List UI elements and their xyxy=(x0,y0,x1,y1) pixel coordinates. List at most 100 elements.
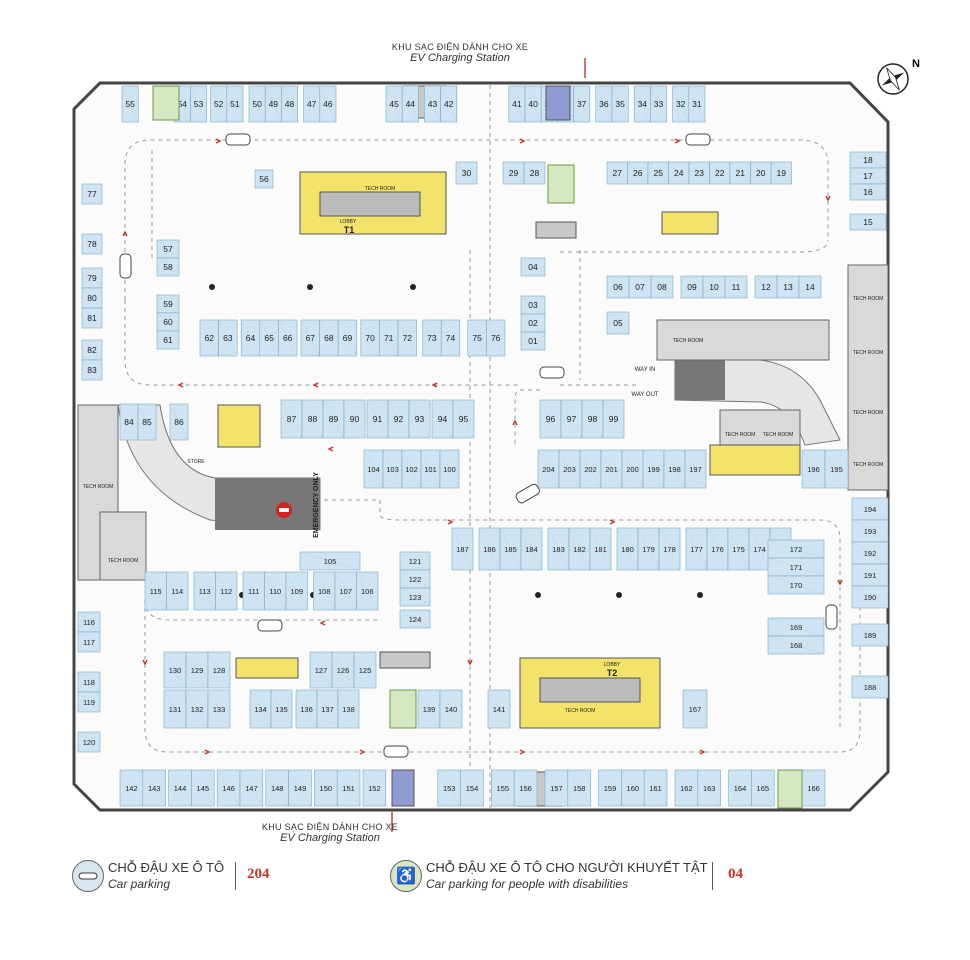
space-diagonal xyxy=(81,339,103,361)
space-number: 179 xyxy=(642,545,655,554)
space-number: 203 xyxy=(563,465,576,474)
space-number: 143 xyxy=(148,784,161,793)
space-number: 108 xyxy=(318,587,331,596)
space-diagonal xyxy=(281,85,298,123)
space-number: 122 xyxy=(409,575,422,584)
space-diagonal xyxy=(767,557,825,577)
space-number: 46 xyxy=(323,99,333,109)
space-diagonal xyxy=(440,85,458,123)
space-number: 77 xyxy=(87,189,97,199)
space-number: 191 xyxy=(864,571,877,580)
space-diagonal xyxy=(77,671,101,693)
space-diagonal xyxy=(539,399,562,439)
parking-space xyxy=(770,161,792,185)
space-number: 34 xyxy=(638,99,648,109)
space-diagonal xyxy=(437,769,461,807)
space-number: 17 xyxy=(863,171,873,181)
space-number: 85 xyxy=(142,417,152,427)
space-diagonal xyxy=(697,769,721,807)
space-number: 120 xyxy=(83,738,96,747)
legend-divider xyxy=(712,862,713,890)
space-diagonal xyxy=(185,651,209,689)
space-number: 83 xyxy=(87,365,97,375)
space-diagonal xyxy=(309,651,333,689)
hc4-bay xyxy=(777,769,803,809)
parking-space xyxy=(77,731,101,753)
space-number: 43 xyxy=(428,99,438,109)
legend-accessible-parking: ♿ CHỖ ĐẬU XE Ô TÔ CHO NGƯỜI KHUYẾT TẬT C… xyxy=(390,858,760,894)
room-label: WAY IN xyxy=(635,367,656,373)
space-diagonal xyxy=(455,161,478,185)
space-diagonal xyxy=(520,257,546,277)
space-diagonal xyxy=(750,161,772,185)
space-number: 89 xyxy=(329,414,339,424)
space-diagonal xyxy=(851,541,889,565)
space-number: 21 xyxy=(736,168,746,178)
space-number: 37 xyxy=(577,99,587,109)
space-number: 163 xyxy=(703,784,716,793)
space-number: 139 xyxy=(423,705,436,714)
room-label: TECH ROOM xyxy=(853,462,884,468)
space-diagonal xyxy=(767,617,825,637)
space-number: 166 xyxy=(807,784,820,793)
space-diagonal xyxy=(851,585,889,609)
parking-space xyxy=(520,527,543,571)
space-diagonal xyxy=(379,319,399,357)
space-number: 102 xyxy=(405,465,418,474)
parking-space xyxy=(606,311,630,335)
space-diagonal xyxy=(417,689,441,729)
space-diagonal xyxy=(579,449,602,489)
space-number: 53 xyxy=(194,99,204,109)
space-number: 26 xyxy=(633,168,643,178)
space-number: 197 xyxy=(689,465,702,474)
space-number: 125 xyxy=(359,666,372,675)
room-label: TECH ROOM xyxy=(763,432,794,438)
space-number: 169 xyxy=(790,623,803,632)
space-diagonal xyxy=(801,769,826,807)
room-label: EMERGENCY ONLY xyxy=(313,472,320,538)
space-diagonal xyxy=(491,769,515,807)
space-diagonal xyxy=(767,575,825,595)
space-number: 155 xyxy=(497,784,510,793)
space-number: 136 xyxy=(300,705,313,714)
space-number: 74 xyxy=(446,333,456,343)
space-number: 59 xyxy=(163,299,173,309)
parking-spaces: 5554535251504948474645444342414039383736… xyxy=(77,85,889,807)
space-number: 35 xyxy=(615,99,625,109)
parking-space xyxy=(724,275,748,299)
space-diagonal xyxy=(709,161,731,185)
parking-space xyxy=(520,257,546,277)
space-diagonal xyxy=(81,359,103,381)
stair-right-small xyxy=(535,221,577,239)
space-number: 73 xyxy=(427,333,437,343)
space-diagonal xyxy=(81,267,103,289)
space-diagonal xyxy=(650,85,667,123)
space-diagonal xyxy=(240,319,261,357)
space-number: 19 xyxy=(777,168,787,178)
space-diagonal xyxy=(770,161,792,185)
space-diagonal xyxy=(81,233,103,255)
space-number: 141 xyxy=(493,705,506,714)
space-diagonal xyxy=(249,689,272,729)
space-diagonal xyxy=(199,319,219,357)
space-number: 29 xyxy=(509,168,519,178)
space-number: 92 xyxy=(394,414,404,424)
space-number: 190 xyxy=(864,593,877,602)
space-number: 49 xyxy=(269,99,279,109)
space-diagonal xyxy=(674,769,699,807)
ev-bay-top xyxy=(545,85,571,121)
space-number: 114 xyxy=(171,587,183,596)
parking-space xyxy=(798,275,822,299)
space-diagonal xyxy=(278,319,298,357)
space-number: 71 xyxy=(384,333,394,343)
space-number: 135 xyxy=(275,705,288,714)
space-number: 22 xyxy=(715,168,725,178)
space-diagonal xyxy=(336,769,361,807)
ev-label-en: EV Charging Station xyxy=(410,52,510,64)
space-number: 132 xyxy=(191,705,204,714)
hc1-bay xyxy=(547,164,575,204)
space-number: 25 xyxy=(654,168,664,178)
space-number: 82 xyxy=(87,345,97,355)
space-number: 186 xyxy=(483,545,496,554)
space-number: 180 xyxy=(621,545,634,554)
